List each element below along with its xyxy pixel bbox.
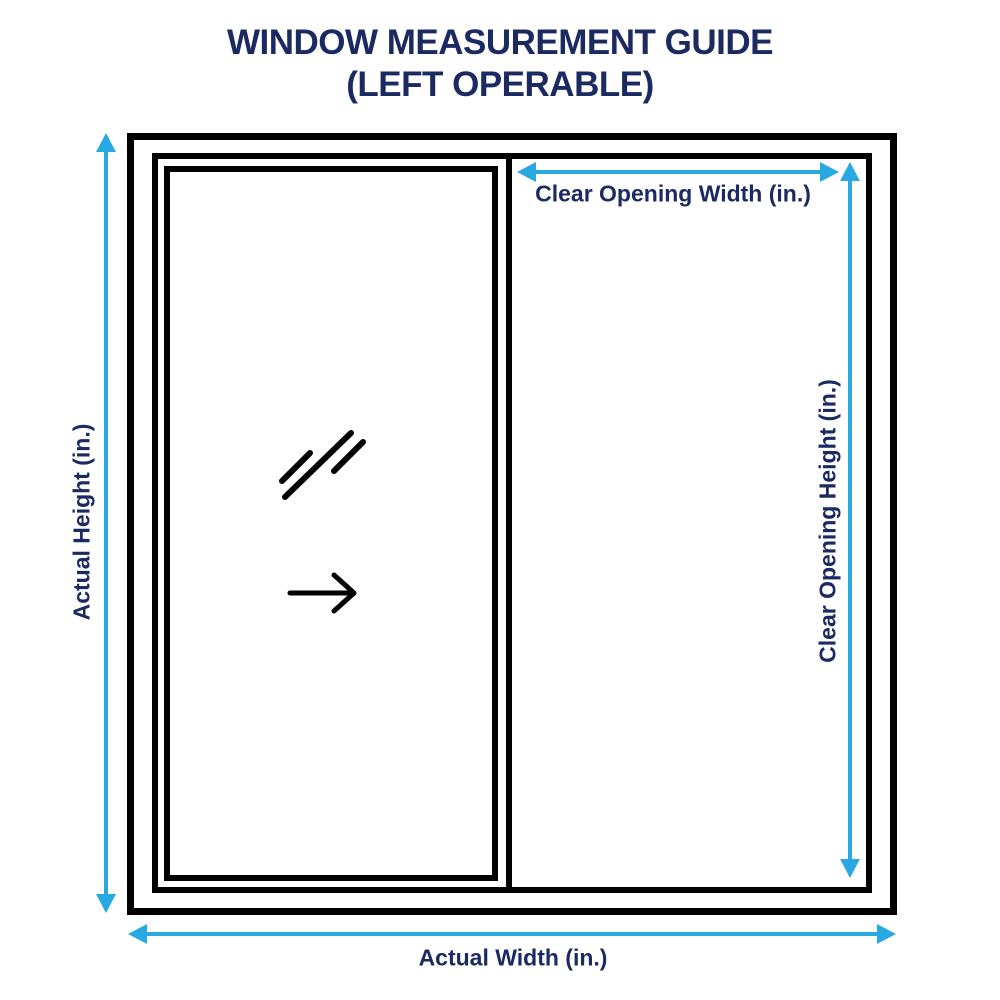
title-line-2: (LEFT OPERABLE) — [346, 65, 654, 104]
actual-width-label: Actual Width (in.) — [418, 944, 608, 971]
actual-width-arrow — [128, 924, 896, 944]
window-inner-frame — [152, 153, 872, 893]
center-divider — [506, 159, 512, 890]
clear-opening-height-label: Clear Opening Height (in.) — [814, 379, 841, 663]
window-outer-frame — [127, 133, 897, 915]
title-line-1: WINDOW MEASUREMENT GUIDE — [226, 23, 774, 62]
clear-opening-height-arrow — [840, 162, 860, 878]
actual-height-label: Actual Height (in.) — [68, 423, 95, 621]
glass-reflection-marks-icon — [279, 430, 366, 500]
actual-height-arrow — [96, 133, 116, 913]
left-operable-sash — [164, 166, 498, 881]
clear-opening-width-arrow — [517, 162, 839, 182]
clear-opening-width-label: Clear Opening Width (in.) — [535, 180, 811, 207]
slide-direction-arrow-icon — [287, 572, 357, 614]
page-title: WINDOW MEASUREMENT GUIDE (LEFT OPERABLE) — [0, 22, 1000, 106]
